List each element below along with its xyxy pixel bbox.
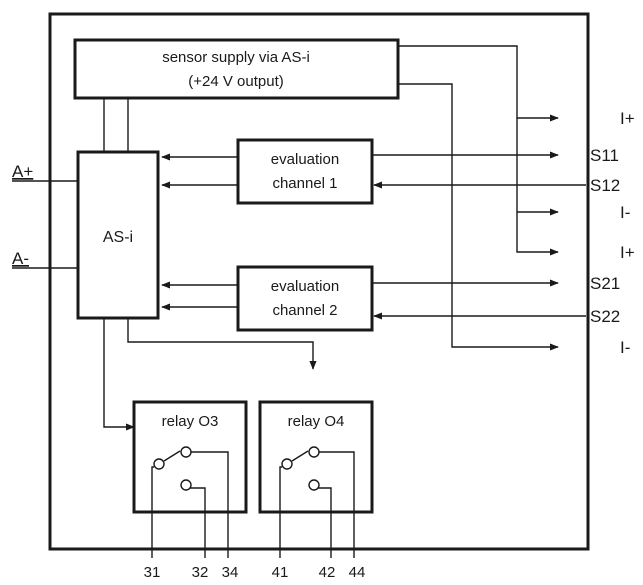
- pin-41: 41: [272, 564, 289, 581]
- asi-label: AS-i: [103, 229, 133, 246]
- terminal-s11: S11: [590, 146, 619, 165]
- input-a-minus-label: A-: [12, 249, 29, 268]
- pin-34: 34: [222, 564, 239, 581]
- pin-44: 44: [349, 564, 366, 581]
- eval1-label-line1: evaluation: [271, 151, 339, 168]
- sensor-supply-label-line1: sensor supply via AS-i: [162, 49, 310, 66]
- terminal-s22: S22: [590, 307, 620, 326]
- relay-o3-label: relay O3: [162, 413, 219, 430]
- terminal-ch1-i-minus: I-: [620, 203, 630, 222]
- eval2-label-line1: evaluation: [271, 278, 339, 295]
- terminal-s12: S12: [590, 176, 620, 195]
- eval1-label-line2: channel 1: [272, 175, 337, 192]
- evaluation-channel-1-block: evaluation channel 1: [236, 138, 374, 205]
- input-a-plus-label: A+: [12, 162, 33, 181]
- sensor-supply-label-line2: (+24 V output): [188, 73, 283, 90]
- relay-o4-label: relay O4: [288, 413, 345, 430]
- terminal-ch2-i-plus: I+: [620, 243, 635, 262]
- sensor-supply-block: sensor supply via AS-i (+24 V output): [73, 38, 400, 100]
- relay-o4-contact-symbol: [279, 446, 355, 512]
- pin-31: 31: [144, 564, 161, 581]
- pin-42: 42: [319, 564, 336, 581]
- asi-block: AS-i: [76, 150, 160, 320]
- pin-32: 32: [192, 564, 209, 581]
- module-housing: [48, 12, 590, 551]
- terminal-s21: S21: [590, 274, 620, 293]
- relay-o3-block: relay O3: [132, 400, 248, 514]
- relay-o3-contact-symbol: [151, 446, 229, 512]
- evaluation-channel-2-block: evaluation channel 2: [236, 265, 374, 332]
- terminal-ch1-i-plus: I+: [620, 109, 635, 128]
- eval2-label-line2: channel 2: [272, 302, 337, 319]
- terminal-ch2-i-minus: I-: [620, 338, 630, 357]
